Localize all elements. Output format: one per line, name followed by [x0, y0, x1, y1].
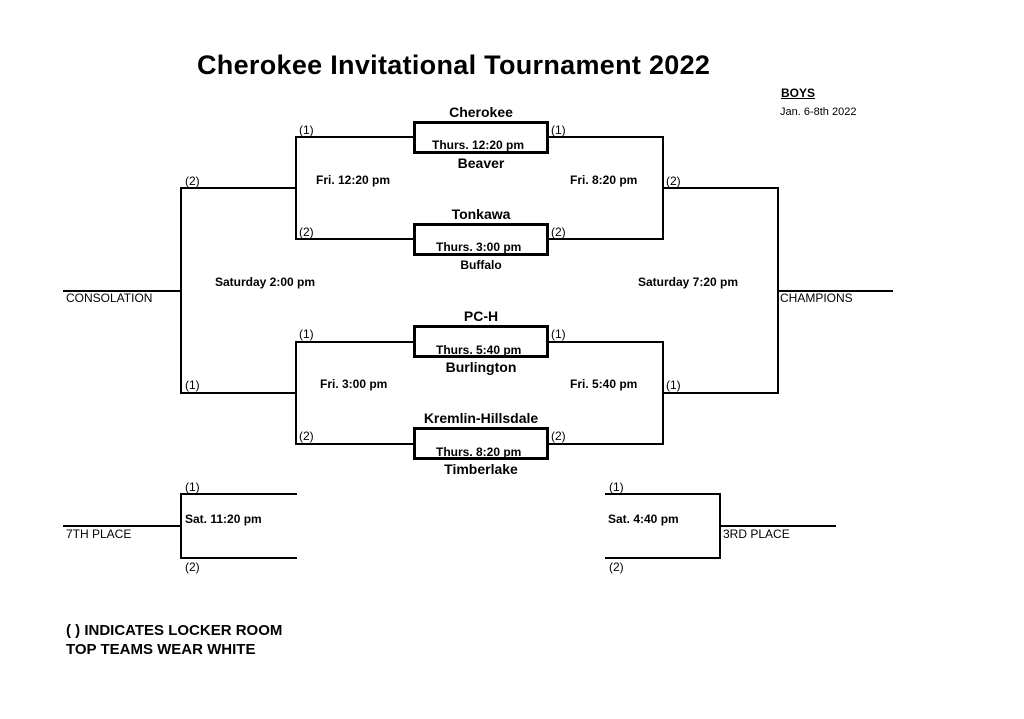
bracket-line: [605, 493, 721, 495]
game-time: Thurs. 8:20 pm: [436, 445, 522, 459]
game-box-3: [413, 325, 549, 358]
bracket-line: [63, 525, 181, 527]
game-time: Fri. 12:20 pm: [316, 173, 391, 187]
team-name: Kremlin-Hillsdale: [423, 410, 539, 426]
bracket-line: [663, 392, 778, 394]
game-time: Fri. 8:20 pm: [570, 173, 638, 187]
note-locker-room: ( ) INDICATES LOCKER ROOM: [66, 622, 283, 639]
locker-room-marker: (2): [666, 174, 681, 188]
locker-room-marker: (1): [551, 327, 566, 341]
bracket-line: [547, 341, 664, 343]
locker-room-marker: (2): [299, 429, 314, 443]
locker-room-marker: (1): [185, 480, 200, 494]
team-name: PC-H: [463, 308, 499, 324]
game-box-2: [413, 223, 549, 256]
bracket-line: [296, 238, 414, 240]
game-time: Thurs. 3:00 pm: [436, 240, 522, 254]
bracket-line: [180, 187, 182, 394]
game-time: Fri. 5:40 pm: [570, 377, 638, 391]
bracket-line: [181, 557, 297, 559]
locker-room-marker: (1): [666, 378, 681, 392]
bracket-line: [296, 443, 414, 445]
team-name: Cherokee: [449, 104, 513, 120]
bracket-line: [296, 341, 414, 343]
game-time: Saturday 7:20 pm: [638, 275, 739, 289]
game-time: Fri. 3:00 pm: [320, 377, 388, 391]
game-time: Thurs. 12:20 pm: [432, 138, 525, 152]
tournament-dates: Jan. 6-8th 2022: [780, 106, 857, 118]
page-title: Cherokee Invitational Tournament 2022: [197, 50, 711, 80]
bracket-line: [181, 392, 296, 394]
team-name: Beaver: [457, 155, 505, 171]
locker-room-marker: (1): [551, 123, 566, 137]
locker-room-marker: (1): [299, 123, 314, 137]
locker-room-marker: (2): [609, 560, 624, 574]
bracket-line: [547, 136, 664, 138]
game-time: Saturday 2:00 pm: [215, 275, 316, 289]
bracket-line: [605, 557, 721, 559]
bracket-line: [547, 238, 664, 240]
third-place-label: 3RD PLACE: [723, 527, 790, 541]
bracket-line: [63, 290, 181, 292]
team-name: Timberlake: [444, 461, 518, 477]
division-label: BOYS: [781, 86, 816, 100]
team-name: Tonkawa: [451, 206, 511, 222]
bracket-line: [663, 187, 778, 189]
game-box-4: [413, 427, 549, 460]
bracket-line: [547, 443, 664, 445]
locker-room-marker: (2): [551, 225, 566, 239]
locker-room-marker: (1): [299, 327, 314, 341]
locker-room-marker: (1): [609, 480, 624, 494]
bracket-line: [296, 136, 414, 138]
locker-room-marker: (2): [185, 174, 200, 188]
game-time: Sat. 11:20 pm: [185, 512, 262, 526]
team-name: Burlington: [445, 359, 517, 375]
locker-room-marker: (2): [185, 560, 200, 574]
note-top-teams: TOP TEAMS WEAR WHITE: [66, 641, 256, 658]
locker-room-marker: (2): [299, 225, 314, 239]
champions-label: CHAMPIONS: [780, 291, 853, 305]
game-time: Sat. 4:40 pm: [608, 512, 679, 526]
bracket-line: [295, 136, 297, 240]
seventh-place-label: 7TH PLACE: [66, 527, 132, 541]
game-time: Thurs. 5:40 pm: [436, 343, 522, 357]
team-name: Buffalo: [460, 258, 502, 272]
bracket-line: [720, 525, 836, 527]
locker-room-marker: (1): [185, 378, 200, 392]
consolation-label: CONSOLATION: [66, 291, 153, 305]
locker-room-marker: (2): [551, 429, 566, 443]
bracket-line: [181, 493, 297, 495]
bracket-line: [181, 187, 296, 189]
bracket-line: [295, 341, 297, 445]
game-box-1: [413, 121, 549, 154]
bracket-line: [180, 493, 182, 559]
bracket-line: [778, 290, 893, 292]
